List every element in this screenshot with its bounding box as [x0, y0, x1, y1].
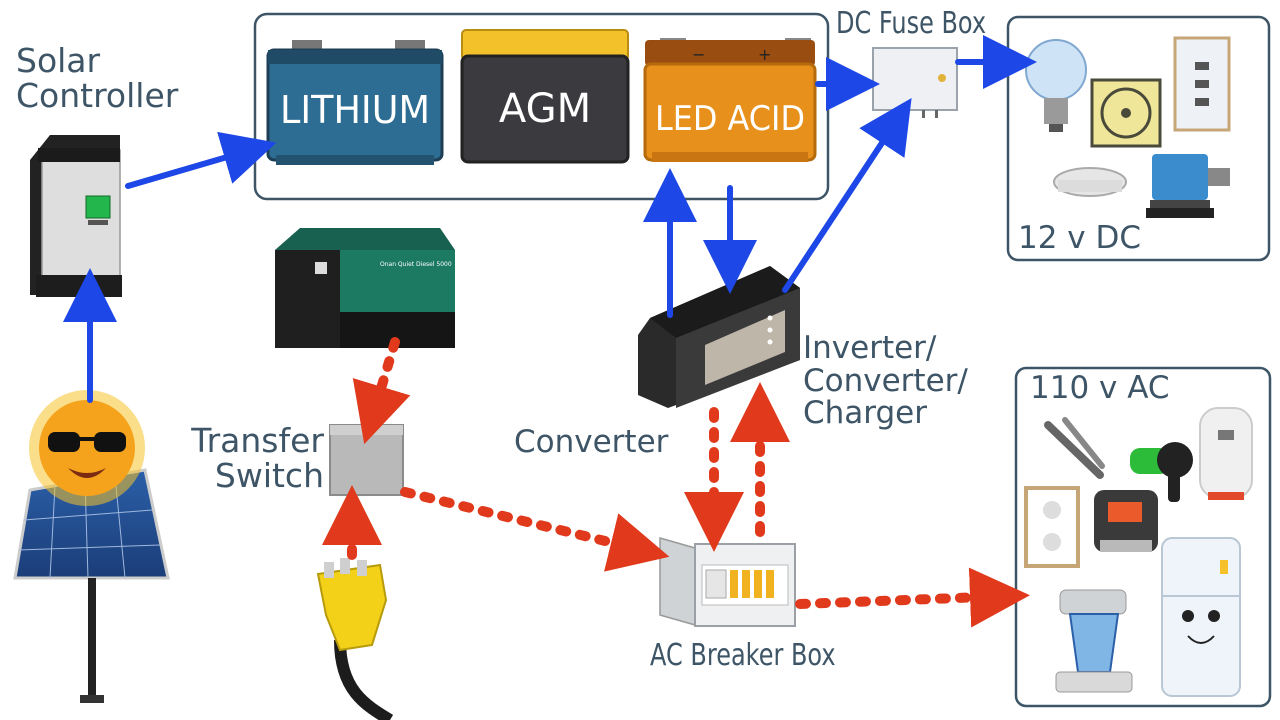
battery-lithium: LITHIUM [266, 40, 444, 165]
controller-to-batteries-arrow [125, 131, 277, 189]
ac-flow-arrows [322, 337, 1030, 628]
battery-label: AGM [499, 86, 591, 132]
inverter-label-line3: Charger [803, 395, 927, 432]
usb-outlet-icon [1173, 36, 1231, 132]
battery-agm: AGM [460, 29, 630, 164]
generator-to-transfer-arrow [352, 337, 411, 445]
hair-straightener-icon [1044, 417, 1105, 479]
transfer-switch-label-line2: Switch [214, 455, 324, 495]
transfer-switch [329, 424, 404, 496]
battery-label: LED ACID [655, 99, 805, 139]
inverter-converter-charger [638, 266, 800, 408]
dc-fuse-box-label: DC Fuse Box [836, 6, 987, 41]
inverter-label-line1: Inverter/ [803, 330, 937, 366]
fan-icon [1090, 78, 1162, 148]
svg-text:−: − [692, 45, 705, 64]
solar-controller-label: Solar Controller [16, 41, 179, 115]
svg-text:+: + [758, 45, 771, 64]
smoke-detector-icon [1053, 167, 1127, 197]
motor-pump-icon [1146, 154, 1230, 218]
shore-power-plug [316, 558, 394, 720]
light-bulb-icon [1025, 39, 1087, 132]
coffee-maker-icon [1055, 589, 1133, 693]
inverter-to-fuse-arrow [782, 97, 912, 293]
solar-controller [30, 135, 122, 297]
battery-lead-acid: − + LED ACID [643, 38, 817, 162]
breaker-to-ac-loads-arrow [795, 567, 1030, 628]
water-heater-icon [1199, 407, 1253, 500]
sun-icon [29, 390, 145, 506]
rice-cooker-icon [1094, 490, 1158, 552]
converter-label: Converter [514, 424, 669, 460]
ac-breaker-box-label: AC Breaker Box [650, 638, 836, 673]
solar-controller-label-line1: Solar [16, 41, 101, 80]
transfer-switch-label-line1: Transfer [191, 421, 324, 460]
inverter-converter-charger-label: Inverter/ Converter/ Charger [803, 332, 968, 430]
generator: Onan Quiet Diesel 5000 [275, 228, 455, 348]
dc-voltage-label: 12 v DC [1018, 220, 1142, 256]
wall-outlet-icon [1024, 486, 1080, 568]
transfer-switch-label: Transfer Switch [174, 421, 324, 495]
ac-voltage-label: 110 v AC [1030, 370, 1170, 406]
refrigerator-icon [1161, 537, 1241, 697]
generator-brand: Onan Quiet Diesel 5000 [380, 261, 452, 268]
battery-label: LITHIUM [280, 88, 430, 132]
ac-breaker-box [659, 537, 796, 627]
solar-controller-label-line2: Controller [16, 75, 179, 115]
inverter-label-line2: Converter/ [803, 362, 968, 399]
dc-loads-panel [1006, 15, 1271, 262]
hair-dryer-icon [1130, 442, 1193, 502]
ac-loads-panel [1014, 366, 1272, 708]
dc-fuse-box [872, 47, 958, 118]
dc-flow-arrows [63, 35, 1037, 403]
transfer-to-breaker-arrow [400, 487, 670, 572]
